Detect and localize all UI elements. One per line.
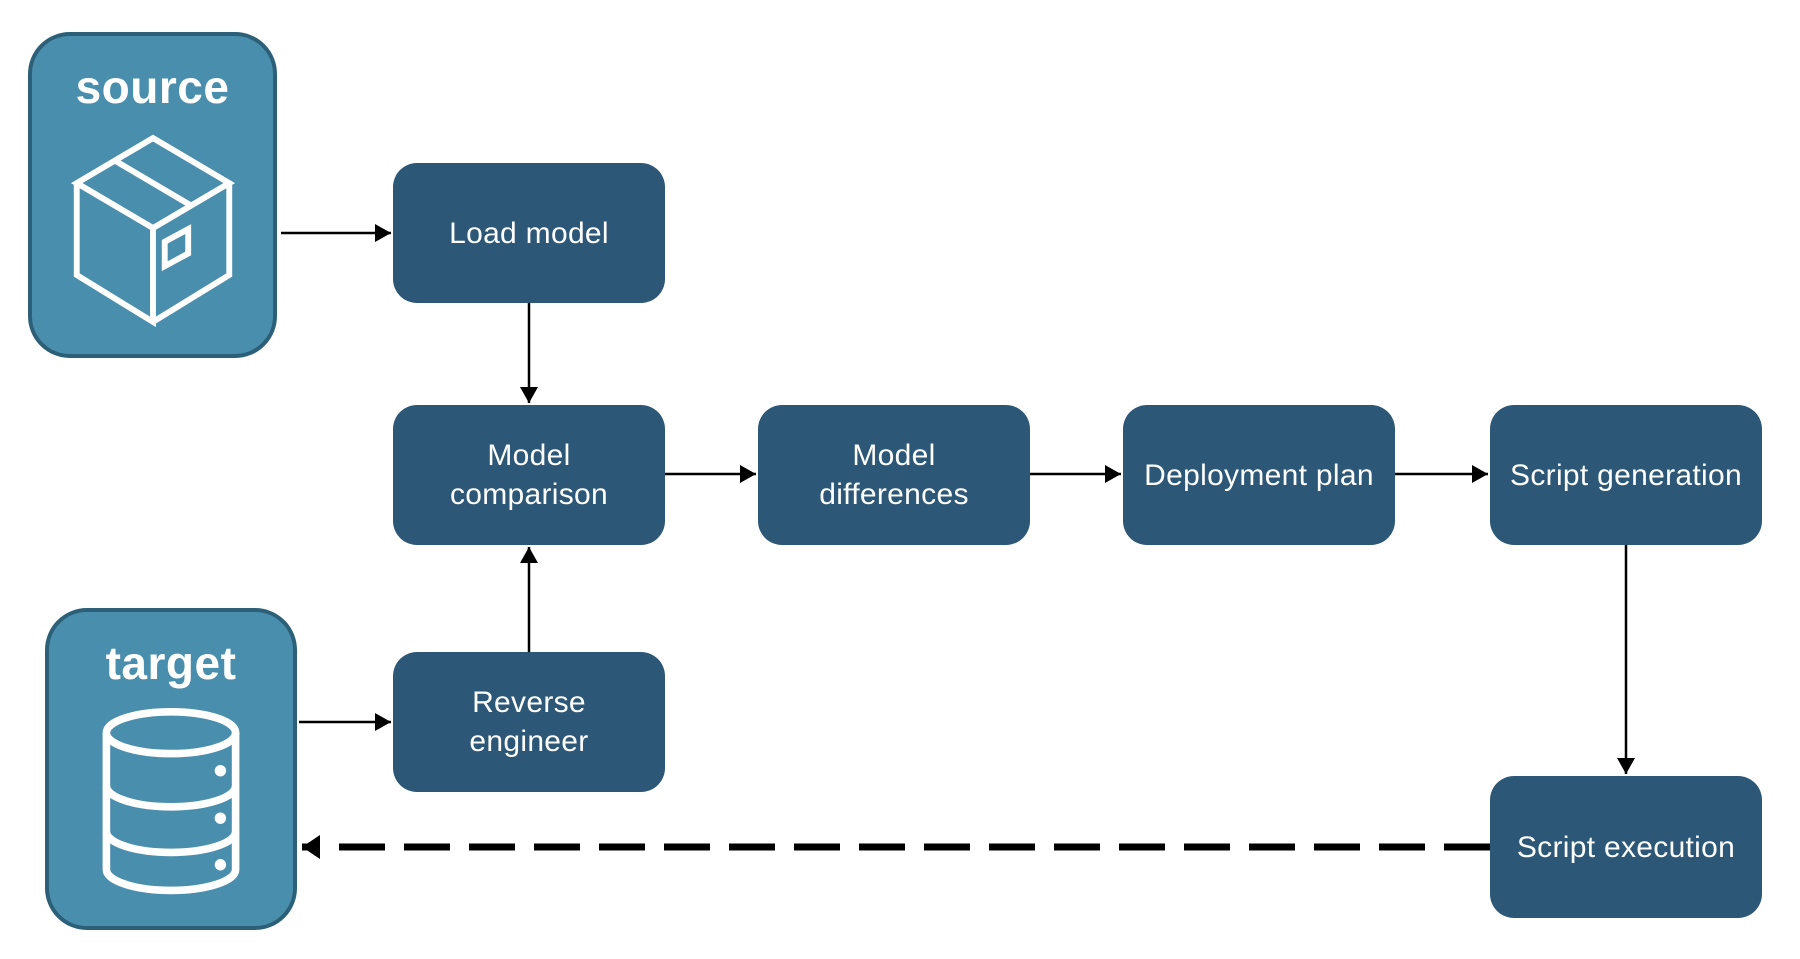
node-script-generation-label: Script generation [1510, 458, 1742, 492]
node-load-model: Load model [393, 163, 665, 303]
node-script-execution-label: Script execution [1516, 830, 1736, 864]
endpoint-source: source [28, 32, 277, 358]
node-reverse-engineer: Reverse engineer [393, 652, 665, 792]
database-icon [102, 708, 240, 895]
node-model-differences: Model differences [758, 405, 1030, 545]
endpoint-target-label: target [105, 637, 237, 689]
endpoint-source-label: source [75, 61, 230, 113]
node-load-model-label: Load model [449, 216, 609, 250]
node-model-differences-label: Model differences [819, 439, 969, 511]
node-reverse-engineer-label: Reverse engineer [469, 686, 589, 758]
node-deployment-plan-label: Deployment plan [1144, 458, 1374, 492]
node-script-execution: Script execution [1490, 776, 1762, 918]
node-model-comparison: Model comparison [393, 405, 665, 545]
node-deployment-plan: Deployment plan [1123, 405, 1395, 545]
package-icon [70, 134, 235, 328]
node-model-comparison-label: Model comparison [449, 439, 609, 511]
node-script-generation: Script generation [1490, 405, 1762, 545]
endpoint-target: target [45, 608, 297, 930]
